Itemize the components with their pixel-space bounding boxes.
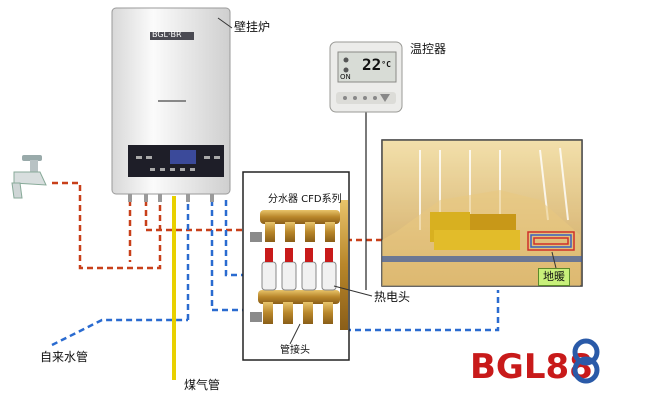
thermostat-mode: ON <box>340 73 351 81</box>
room-photo <box>381 139 583 287</box>
label-thermal-head: 热电头 <box>374 290 411 304</box>
label-tap-water-pipe: 自来水管 <box>40 350 89 364</box>
faucet-icon <box>11 155 47 199</box>
boiler-brand: BGL·BR <box>152 30 182 39</box>
thermal-head-leader-line <box>333 285 373 297</box>
temp-unit: °C <box>381 60 391 69</box>
connector-leader-line <box>289 323 301 345</box>
boiler-leader-line <box>217 17 233 29</box>
return-pipes <box>51 200 500 347</box>
thermostat-temperature: 22°C <box>362 55 391 74</box>
manifold-photo <box>242 171 350 361</box>
label-gas-pipe: 煤气管 <box>184 378 221 392</box>
label-boiler: 壁挂炉 <box>234 20 271 34</box>
bgl88-logo: BGL88 <box>470 338 600 387</box>
temp-value: 22 <box>362 55 382 74</box>
floor-heating-leader-line <box>551 251 557 269</box>
label-pipe-connector: 管接头 <box>280 345 310 356</box>
label-manifold-title: 分水器 CFD系列 <box>268 194 342 205</box>
thermostat <box>329 41 403 113</box>
wall-boiler <box>111 7 231 202</box>
hot-water-pipes <box>52 181 420 270</box>
label-floor-heating: 地暖 <box>538 268 570 286</box>
logo-letters: BGL88 <box>470 347 593 387</box>
label-thermostat: 温控器 <box>410 42 447 56</box>
